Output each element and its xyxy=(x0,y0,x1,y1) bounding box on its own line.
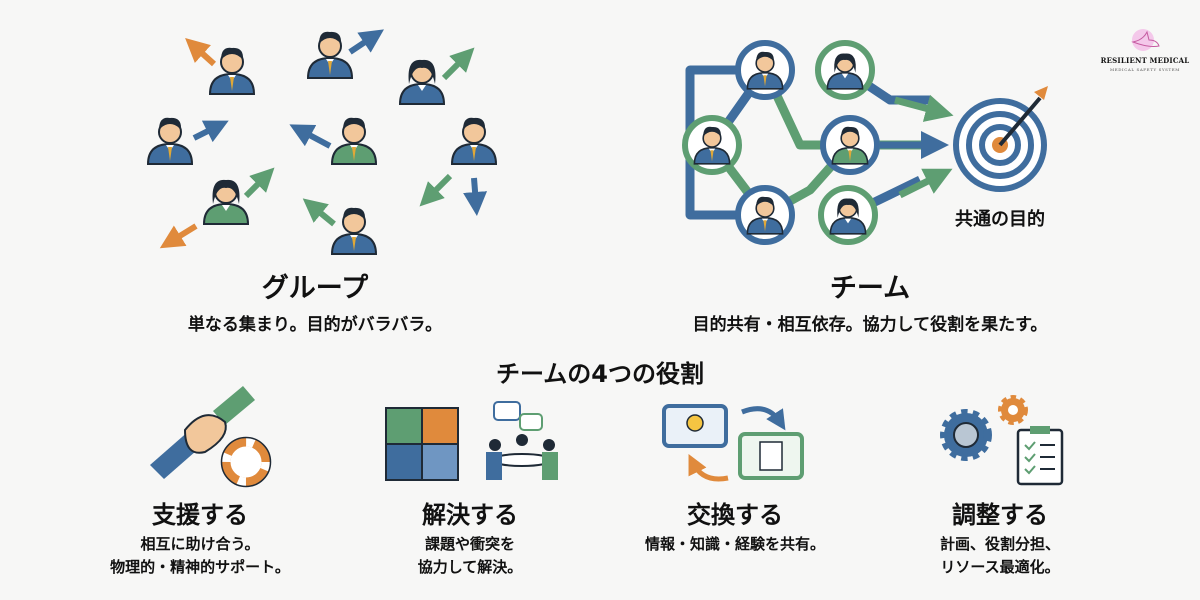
arrow-icon xyxy=(894,94,954,122)
role-description-line: 相互に助け合う。 xyxy=(140,535,260,553)
person-icon xyxy=(208,47,256,95)
target-icon xyxy=(953,86,1048,192)
group-title: グループ xyxy=(261,273,369,304)
brand-logo: RESILIENT MEDICAL MEDICAL SAFETY SYSTEM xyxy=(1100,28,1190,72)
puzzle-meeting-icon xyxy=(385,401,558,481)
role-description-coordinate: 計画、役割分担、リソース最適化。 xyxy=(940,533,1060,579)
role-title-resolve: 解決する xyxy=(422,501,518,529)
person-icon xyxy=(831,126,869,165)
role-description-line: 計画、役割分担、 xyxy=(939,535,1061,553)
group-description: 単なる集まり。目的がバラバラ。 xyxy=(187,315,443,335)
arrow-icon xyxy=(463,177,488,216)
arrow-icon xyxy=(159,223,198,249)
person-icon xyxy=(306,31,354,79)
logo-name: RESILIENT MEDICAL xyxy=(1100,56,1190,65)
common-goal-label: 共通の目的 xyxy=(955,209,1045,230)
role-title-coordinate: 調整する xyxy=(952,501,1048,529)
role-description-line: 課題や衝突を xyxy=(424,535,515,553)
person-icon xyxy=(693,126,731,165)
person-icon xyxy=(330,207,378,255)
role-title-support: 支援する xyxy=(152,501,248,529)
arrow-icon xyxy=(419,173,453,207)
role-description-resolve: 課題や衝突を協力して解決。 xyxy=(418,533,523,579)
person-icon xyxy=(450,117,498,165)
arrow-icon xyxy=(898,168,953,199)
arrow-icon xyxy=(302,198,336,227)
role-description-line: 情報・知識・経験を共有。 xyxy=(644,535,826,553)
arrow-icon xyxy=(185,37,217,67)
person-icon xyxy=(826,53,864,90)
roles-heading: チームの4つの役割 xyxy=(496,360,704,388)
person-icon xyxy=(330,117,378,165)
team-network-illustration xyxy=(682,40,954,245)
person-icon xyxy=(202,179,250,225)
arrow-icon xyxy=(243,167,275,199)
person-icon xyxy=(829,198,867,235)
idea-exchange-icon xyxy=(662,404,804,482)
person-icon xyxy=(398,59,446,105)
role-title-exchange: 交換する xyxy=(687,501,783,529)
role-description-line: リソース最適化。 xyxy=(940,558,1060,576)
team-title: チーム xyxy=(829,273,911,304)
person-icon xyxy=(746,51,784,90)
role-description-line: 物理的・精神的サポート。 xyxy=(110,558,290,576)
gears-checklist-icon xyxy=(940,395,1064,486)
scattered-group-illustration xyxy=(146,29,498,255)
arrow-icon xyxy=(348,29,384,55)
dove-logo-icon xyxy=(1131,29,1160,51)
arrow-icon xyxy=(289,124,332,149)
logo-tagline: MEDICAL SAFETY SYSTEM xyxy=(1110,67,1180,72)
role-description-support: 相互に助け合う。物理的・精神的サポート。 xyxy=(110,533,290,579)
arrow-icon xyxy=(441,47,475,81)
role-description-exchange: 情報・知識・経験を共有。 xyxy=(645,533,825,556)
arrow-icon xyxy=(192,120,229,143)
person-icon xyxy=(746,196,784,235)
person-icon xyxy=(146,117,194,165)
team-description: 目的共有・相互依存。協力して役割を果たす。 xyxy=(692,315,1048,335)
handshake-lifebuoy-icon xyxy=(150,386,272,488)
role-description-line: 協力して解決。 xyxy=(417,558,523,576)
